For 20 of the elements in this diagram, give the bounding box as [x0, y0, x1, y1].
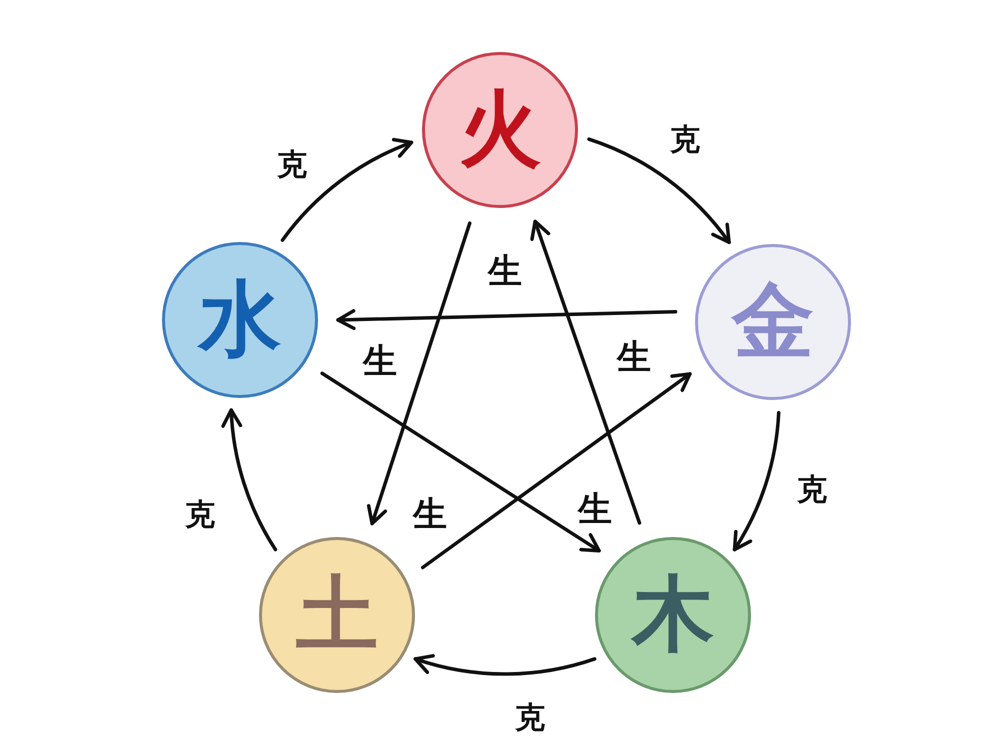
arrow [320, 372, 601, 552]
arrow [222, 408, 278, 552]
edge-label: 克 [513, 702, 547, 734]
element-character: 土 [296, 574, 378, 656]
arrow [336, 309, 678, 330]
edge-label: 克 [795, 474, 829, 506]
arrow [587, 137, 731, 244]
arrow [732, 411, 780, 552]
arrow [420, 372, 692, 570]
arrow [530, 220, 642, 525]
element-character: 火 [459, 89, 541, 171]
element-character: 木 [632, 574, 714, 656]
element-character: 水 [199, 279, 281, 361]
edge-label: 克 [668, 124, 702, 156]
arrow [280, 138, 414, 242]
element-character: 金 [732, 281, 814, 363]
edge-label: 克 [275, 148, 309, 182]
edge-label: 克 [183, 498, 217, 532]
arrow [366, 221, 472, 526]
arrow [414, 653, 596, 676]
